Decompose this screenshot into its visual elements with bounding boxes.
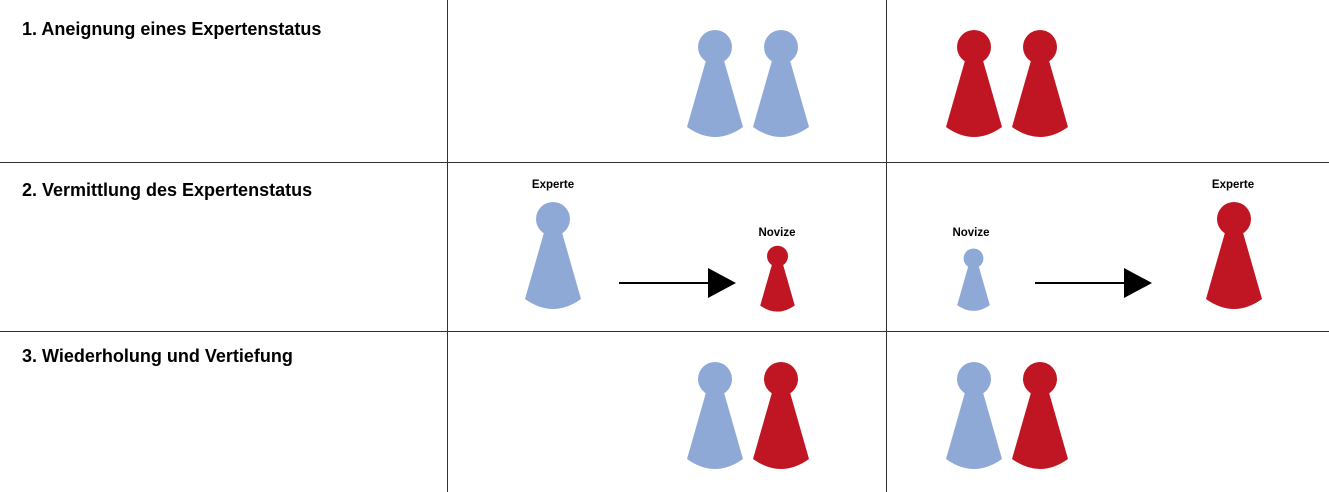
novice-label-right: Novize bbox=[952, 227, 989, 239]
red-pawn bbox=[946, 30, 1002, 137]
blue-pawn bbox=[687, 362, 743, 469]
blue-pawn-expert bbox=[525, 202, 581, 309]
column-divider bbox=[447, 0, 448, 492]
red-pawn bbox=[1012, 362, 1068, 469]
red-pawn bbox=[1012, 30, 1068, 137]
red-pawn-novice bbox=[760, 245, 795, 312]
novice-label-left: Novize bbox=[758, 227, 795, 239]
column-divider bbox=[886, 0, 887, 492]
arrow-head bbox=[708, 268, 736, 298]
arrow-head bbox=[1124, 268, 1152, 298]
expert-label-left: Experte bbox=[532, 179, 574, 191]
red-pawn bbox=[753, 362, 809, 469]
blue-pawn bbox=[753, 30, 809, 137]
row-title-3: 3. Wiederholung und Vertiefung bbox=[22, 346, 293, 366]
expert-label-right: Experte bbox=[1212, 179, 1254, 191]
row-title-2: 2. Vermittlung des Expertenstatus bbox=[22, 180, 313, 200]
blue-pawn-novice bbox=[957, 248, 990, 311]
blue-pawn bbox=[687, 30, 743, 137]
row-title-1: 1. Aneignung eines Expertenstatus bbox=[22, 19, 322, 39]
row-divider bbox=[0, 331, 1329, 332]
blue-pawn bbox=[946, 362, 1002, 469]
red-pawn-expert bbox=[1206, 202, 1262, 309]
row-divider bbox=[0, 162, 1329, 163]
